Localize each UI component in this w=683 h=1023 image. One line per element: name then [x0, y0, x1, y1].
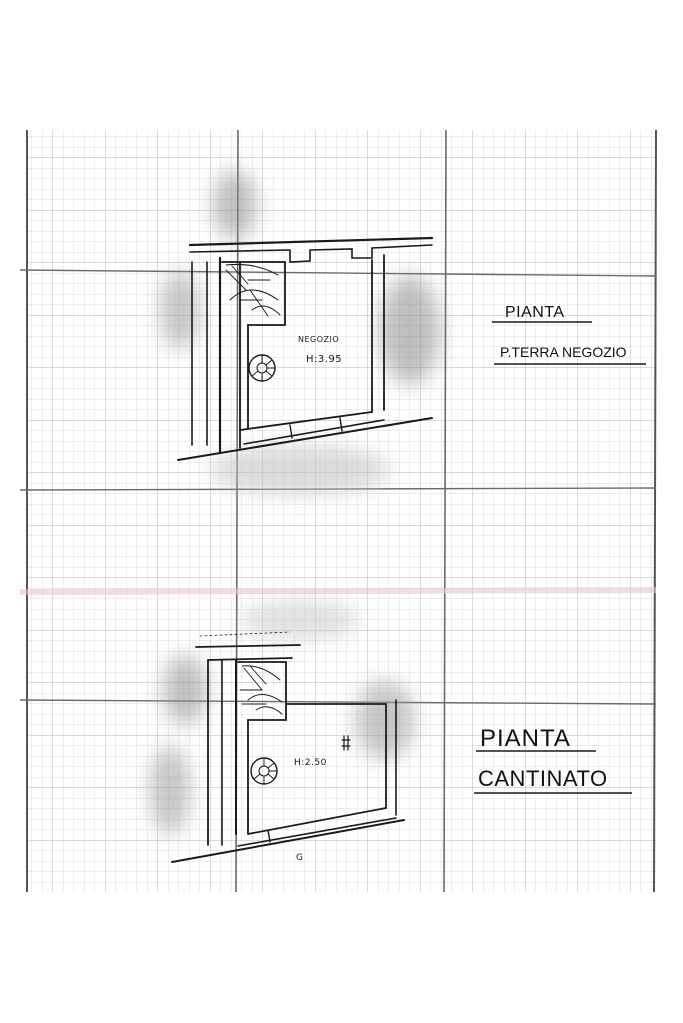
room-name-negozio: NEGOZIO	[298, 335, 339, 344]
graph-paper	[19, 129, 657, 893]
ground-title-line2: P.TERRA NEGOZIO	[500, 344, 627, 360]
basement-plan	[171, 631, 405, 863]
basement-title-line2: CANTINATO	[478, 766, 608, 791]
ground-title-line1: PIANTA	[505, 304, 565, 321]
room-height-ground: H:3.95	[306, 354, 342, 365]
scan-smudges	[150, 170, 440, 835]
ground-floor-plan	[177, 236, 434, 461]
basement-title-line1: PIANTA	[480, 725, 571, 752]
basement-mark-g: G	[296, 853, 303, 863]
room-height-basement: H:2.50	[294, 758, 327, 768]
